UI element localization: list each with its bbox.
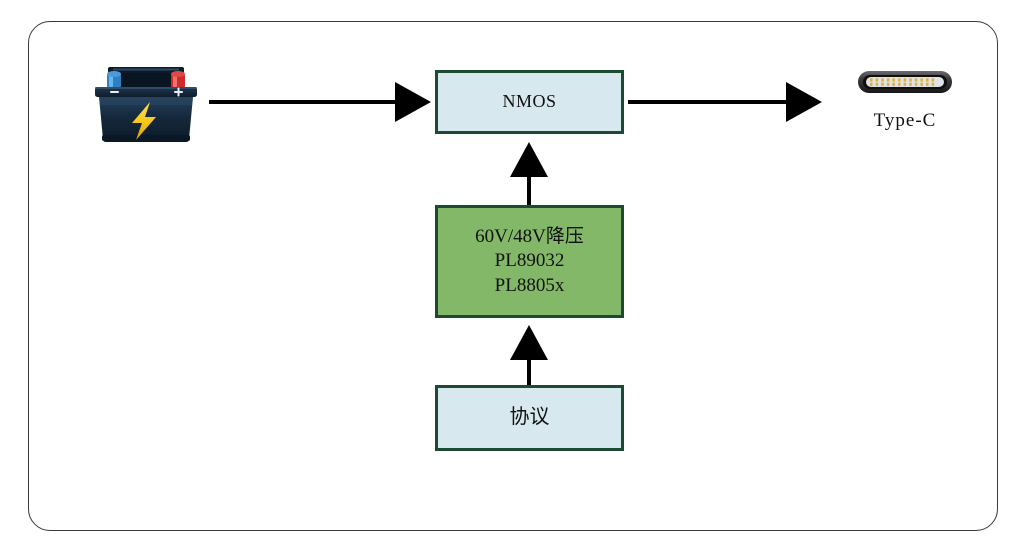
arrow-nmos-to-typec-head (786, 82, 822, 122)
arrow-protocol-to-buck-line (527, 358, 531, 386)
typec-group: Type-C (845, 66, 965, 132)
buck-converter-block[interactable]: 60V/48V降压 PL89032 PL8805x (435, 205, 624, 318)
buck-line-3: PL8805x (494, 274, 565, 296)
nmos-label: NMOS (502, 91, 557, 112)
car-battery-icon (86, 61, 206, 145)
arrow-nmos-to-typec-line (628, 100, 788, 104)
arrow-protocol-to-buck-head (510, 325, 548, 360)
buck-line-1: 60V/48V降压 (475, 226, 584, 248)
protocol-label: 协议 (509, 406, 550, 429)
buck-line-2: PL89032 (494, 250, 565, 272)
outer-frame (28, 21, 998, 531)
nmos-block[interactable]: NMOS (435, 70, 624, 134)
protocol-block[interactable]: 协议 (435, 385, 624, 451)
arrow-buck-to-nmos-line (527, 176, 531, 205)
arrow-battery-to-nmos-head (395, 82, 431, 122)
usb-type-c-connector-icon (857, 66, 953, 98)
arrow-buck-to-nmos-head (510, 142, 548, 177)
typec-label: Type-C (873, 110, 937, 131)
arrow-battery-to-nmos-line (209, 100, 395, 104)
